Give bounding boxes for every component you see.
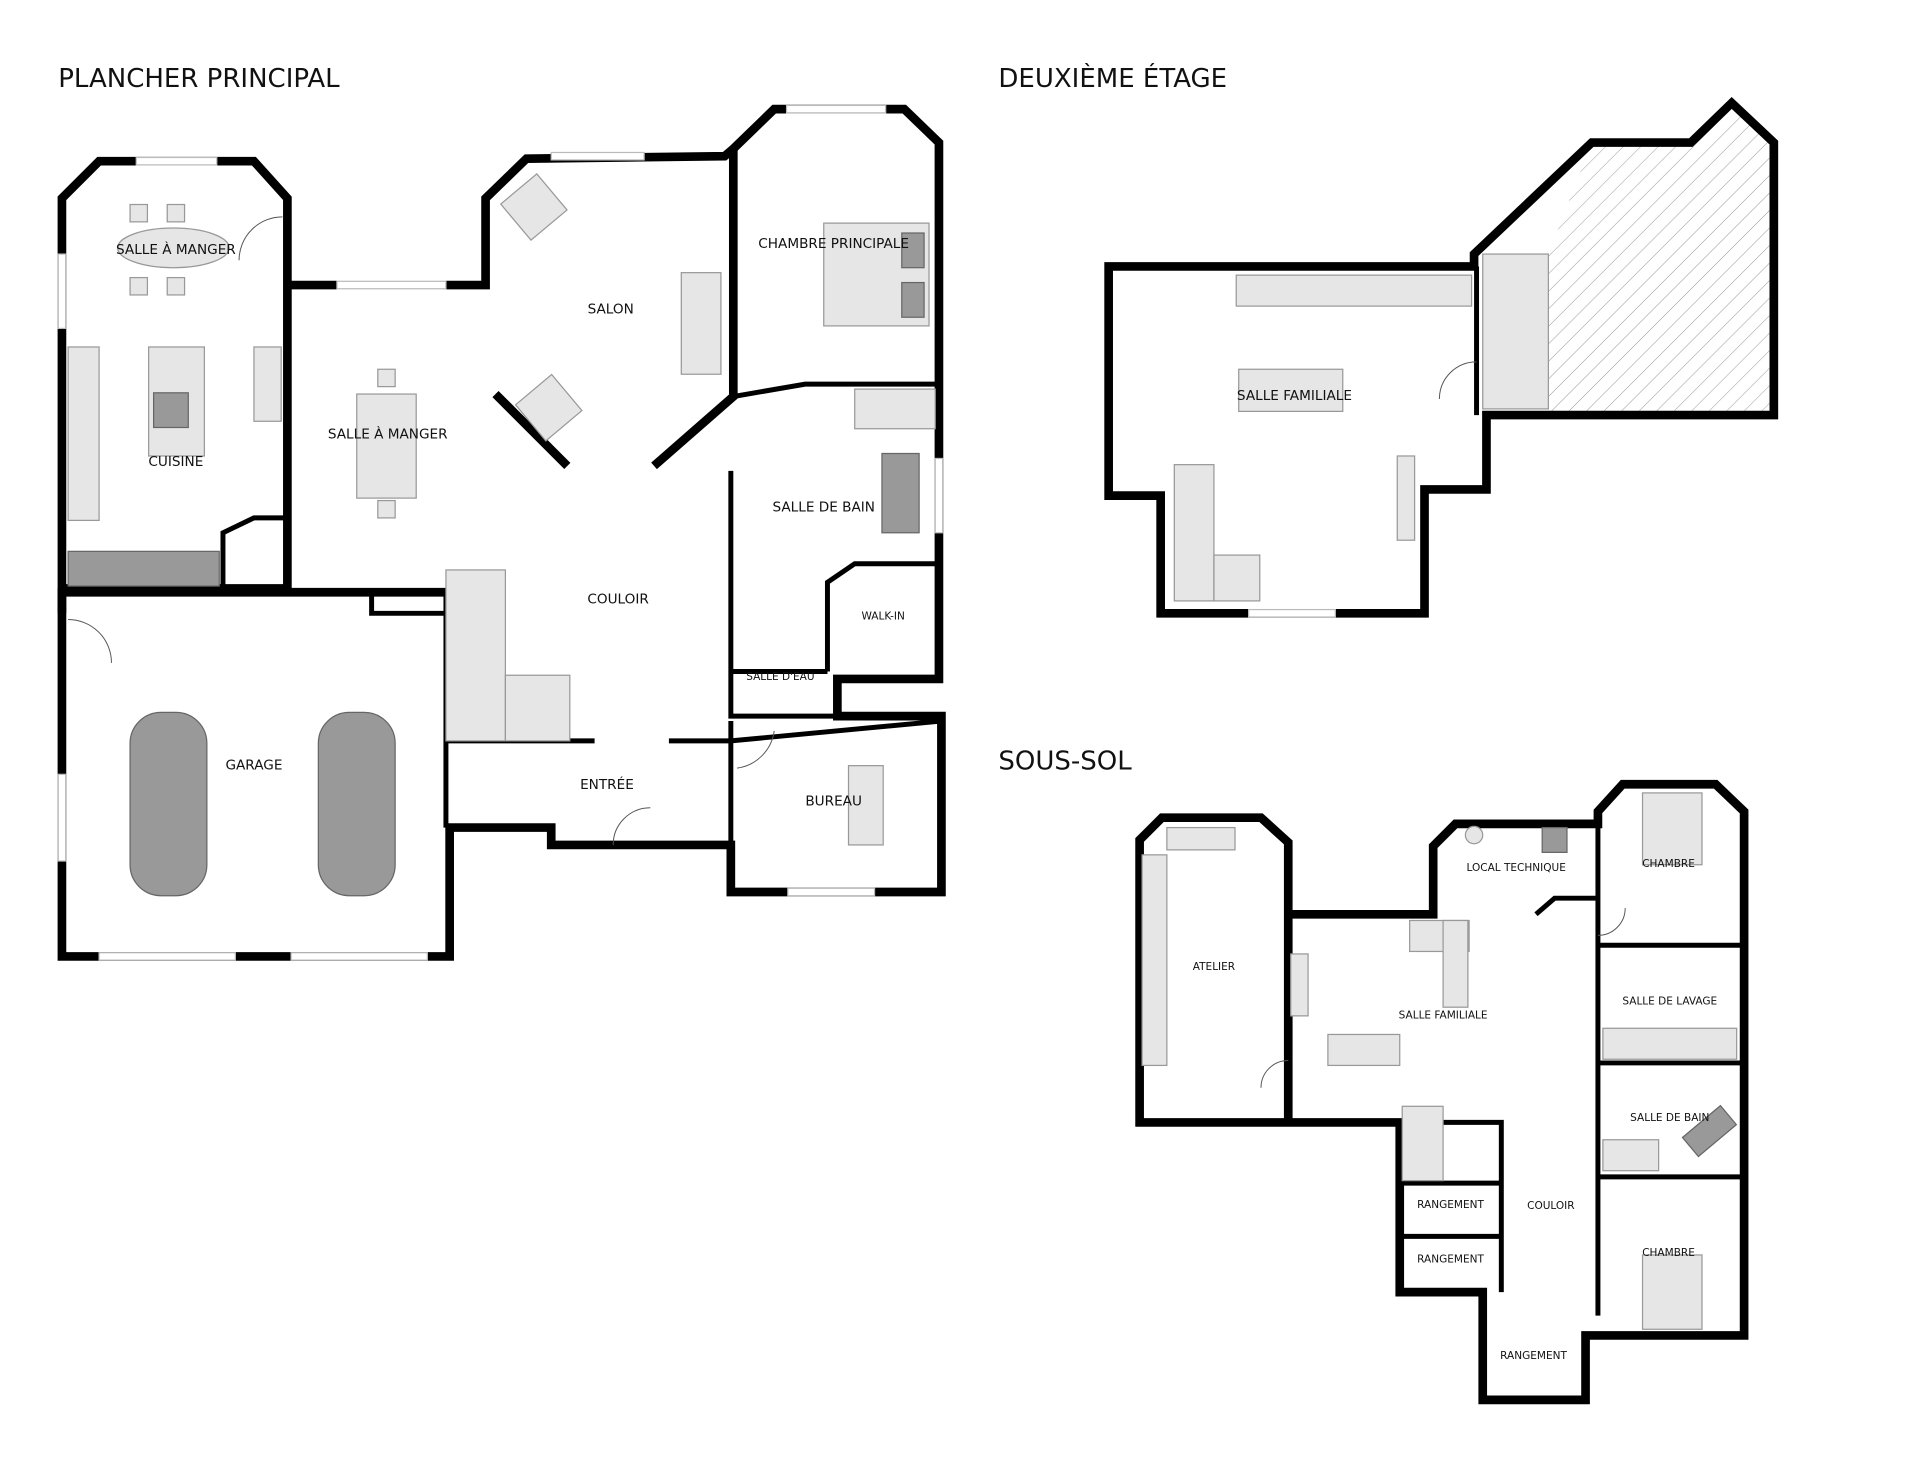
room-label: CUISINE [148,454,203,470]
room-label: ENTRÉE [580,776,634,793]
sectional-sofa [1173,464,1215,602]
second-floor-plan: SALLE FAMILIALE [1104,96,1779,618]
sofa [1238,368,1344,413]
room-label: RANGEMENT [1417,1253,1484,1265]
room-label: SALLE D'EAU [746,671,814,683]
tv-unit [1396,455,1416,541]
cooktop-icon [152,392,189,429]
room-label: CHAMBRE PRINCIPALE [758,236,909,252]
room-label: LOCAL TECHNIQUE [1466,862,1565,874]
room-label: RANGEMENT [1500,1350,1567,1362]
main-floor-title: PLANCHER PRINCIPAL [58,64,340,94]
dining-table [117,227,230,269]
shower [854,388,936,430]
room-label: SALLE DE BAIN [1630,1112,1709,1124]
room-label: RANGEMENT [1417,1199,1484,1211]
second-floor-title: DEUXIÈME ÉTAGE [998,62,1227,94]
armchair [514,373,583,442]
laundry-counter [1602,1027,1738,1060]
room-label: ATELIER [1193,961,1235,973]
car [129,711,208,897]
bed [1641,792,1703,866]
room-label: CHAMBRE [1642,1247,1695,1259]
basement-title: SOUS-SOL [998,746,1132,776]
dining-table [356,393,417,499]
bathtub [1681,1104,1738,1158]
room-label: SALLE FAMILIALE [1237,388,1352,404]
basement-plan: ATELIER LOCAL TECHNIQUE CHAMBRE SALLE FA… [1135,779,1749,1405]
room-label: SALLE DE LAVAGE [1622,996,1717,1008]
bed [1641,1254,1703,1330]
main-floor-plan: SALLE À MANGER CUISINE SALLE À MANGER SA… [57,104,946,961]
room-label: SALLE DE BAIN [772,500,875,516]
room-label: CHAMBRE [1642,858,1695,870]
room-label: BUREAU [805,793,862,809]
sofa [680,272,722,375]
desk [847,765,884,846]
room-label: COULOIR [1527,1200,1574,1212]
sofa [1327,1033,1401,1067]
bathtub [881,452,920,534]
room-label: SALLE FAMILIALE [1399,1009,1488,1021]
car [317,711,396,897]
room-label: SALLE À MANGER [116,241,236,258]
stairs [1482,253,1550,410]
stairs [1401,1105,1444,1182]
armchair [499,172,568,242]
open-to-below-area [1548,102,1774,416]
room-label: SALON [588,302,634,318]
room-label: GARAGE [225,757,282,773]
shower [1602,1139,1660,1172]
room-label: COULOIR [587,591,649,607]
stairs [445,569,507,742]
room-label: SALLE À MANGER [328,426,448,443]
tv-unit [1290,953,1309,1017]
room-label: WALK-IN [861,610,904,622]
